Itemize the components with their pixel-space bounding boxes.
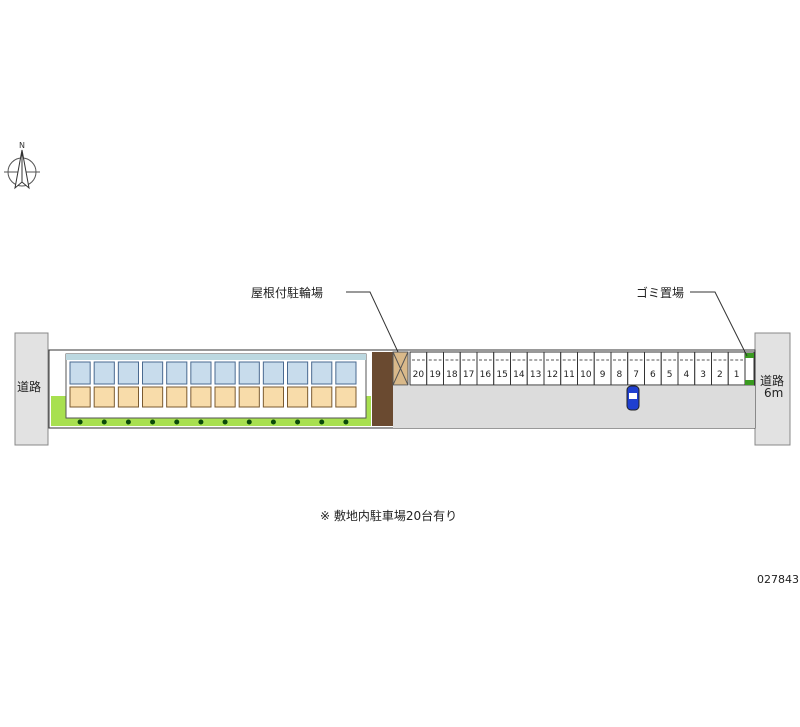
tree-icon <box>125 419 131 425</box>
property-code: 027843 <box>757 573 799 586</box>
plant-icon <box>745 353 754 358</box>
unit-stair <box>262 361 285 385</box>
parking-note: ※ 敷地内駐車場20台有り <box>320 509 458 523</box>
unit-stair <box>335 361 357 385</box>
unit-stair <box>117 361 140 385</box>
unit-room <box>238 386 260 408</box>
stall-number: 15 <box>496 370 507 380</box>
road-right-label: 道路 <box>760 374 785 388</box>
parking-stall <box>711 351 729 386</box>
unit-room <box>311 386 333 408</box>
tree-icon <box>77 419 83 425</box>
unit-stair <box>69 361 91 385</box>
unit-room <box>287 386 309 408</box>
stall-number: 9 <box>600 370 606 380</box>
parking-stall <box>443 351 461 386</box>
unit-stair <box>166 361 188 385</box>
bike-shed-floor <box>372 352 393 426</box>
parking-stall <box>677 351 696 386</box>
stall-number: 16 <box>480 370 492 380</box>
road-left <box>14 332 49 446</box>
stall-number: 12 <box>547 370 558 380</box>
stall-number: 7 <box>633 370 639 380</box>
tree-icon <box>343 419 349 425</box>
car-icon <box>626 385 640 411</box>
tree-icon <box>270 419 276 425</box>
road-right <box>754 332 791 446</box>
parking-stall <box>694 351 712 386</box>
unit-room <box>93 386 115 408</box>
unit-room <box>262 386 285 408</box>
tree-icon <box>246 419 252 425</box>
tree-icon <box>295 419 301 425</box>
parking-stall <box>459 351 478 386</box>
stall-number: 10 <box>580 370 592 380</box>
unit-stair <box>142 361 164 385</box>
stall-number: 1 <box>734 370 740 380</box>
stall-number: 17 <box>463 370 474 380</box>
tree-icon <box>174 419 180 425</box>
garbage-leader <box>690 291 748 357</box>
unit-room <box>166 386 188 408</box>
parking-stall <box>476 351 495 386</box>
unit-room <box>117 386 140 408</box>
stall-number: 18 <box>446 370 458 380</box>
parking-stall <box>593 351 612 386</box>
parking-stall <box>610 351 629 386</box>
driveway <box>393 386 755 428</box>
stall-number: 2 <box>717 370 723 380</box>
road-right-width: 6m <box>764 386 784 400</box>
parking-stall <box>627 351 645 386</box>
unit-stair <box>190 361 212 385</box>
parking-stall <box>526 351 545 386</box>
stall-number: 13 <box>530 370 541 380</box>
tree-icon <box>101 419 107 425</box>
parking-stall <box>560 351 578 386</box>
compass-icon <box>4 149 40 190</box>
parking-stall <box>493 351 511 386</box>
stall-number: 11 <box>563 370 574 380</box>
parking-stall <box>727 351 746 386</box>
parking-stall <box>510 351 528 386</box>
stall-number: 6 <box>650 370 656 380</box>
unit-room <box>214 386 236 408</box>
stall-number: 19 <box>429 370 441 380</box>
bike-parking-label: 屋根付駐輪場 <box>251 286 324 300</box>
tree-icon <box>222 419 228 425</box>
tree-icon <box>198 419 204 425</box>
stall-number: 8 <box>617 370 623 380</box>
bike-shed-hatch <box>392 351 409 386</box>
stall-number: 20 <box>413 370 425 380</box>
unit-stair <box>238 361 260 385</box>
parking-stall <box>660 351 679 386</box>
plant-icon <box>745 380 754 385</box>
tree-icon <box>150 419 156 425</box>
garbage-label: ゴミ置場 <box>636 286 685 300</box>
parking-stall <box>644 351 662 386</box>
unit-room <box>190 386 212 408</box>
unit-room <box>335 386 357 408</box>
bike-parking-leader <box>346 291 399 353</box>
parking-stall <box>577 351 595 386</box>
tree-icon <box>319 419 325 425</box>
unit-stair <box>311 361 333 385</box>
unit-room <box>142 386 164 408</box>
stall-number: 5 <box>667 370 673 380</box>
parking-stall <box>409 351 428 386</box>
stall-number: 14 <box>513 370 525 380</box>
stall-number: 3 <box>700 370 706 380</box>
unit-stair <box>93 361 115 385</box>
parking-stall <box>543 351 562 386</box>
unit-stair <box>287 361 309 385</box>
road-left-label: 道路 <box>17 380 42 394</box>
balcony-strip <box>66 354 366 360</box>
stall-number: 4 <box>684 370 690 380</box>
parking-stall <box>426 351 444 386</box>
unit-stair <box>214 361 236 385</box>
compass-north-label: N <box>19 141 25 150</box>
unit-room <box>69 386 91 408</box>
